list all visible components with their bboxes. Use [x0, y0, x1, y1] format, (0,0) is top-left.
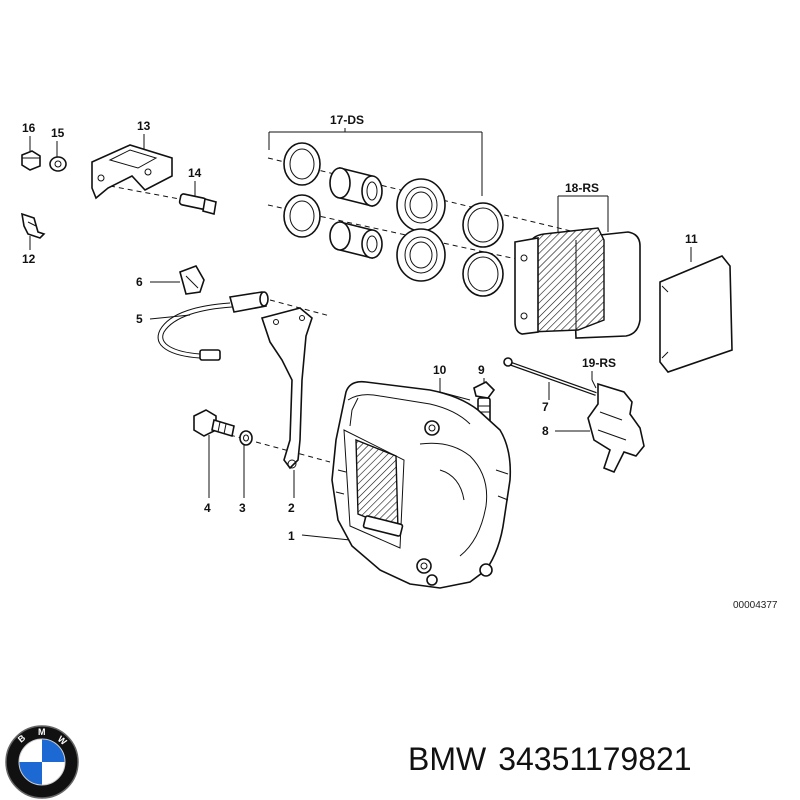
part-1-caliper-housing: [331, 380, 512, 589]
part-12-clip: [20, 212, 46, 239]
part-caption: BMW 34351179821: [408, 741, 692, 778]
label-2: 2: [288, 501, 295, 515]
part-9-bleeder-cap: [473, 381, 496, 399]
label-1: 1: [288, 529, 295, 543]
part-15-washer: [49, 156, 67, 172]
brand-name: BMW: [408, 741, 487, 777]
label-10: 10: [433, 363, 447, 377]
label-16: 16: [22, 121, 36, 135]
part-8-spring: [587, 382, 645, 474]
label-3: 3: [239, 501, 246, 515]
label-9: 9: [478, 363, 485, 377]
label-12: 12: [22, 252, 36, 266]
part-14-bolt: [178, 193, 217, 216]
label-13: 13: [137, 119, 151, 133]
bmw-logo: B M W: [5, 725, 79, 799]
label-17-ds: 17-DS: [330, 113, 364, 127]
part-2-bracket: [260, 307, 313, 470]
part-3-washer: [239, 430, 253, 446]
part-16-nut: [21, 150, 41, 171]
label-18-rs: 18-RS: [565, 181, 599, 195]
part-11-shim: [659, 255, 733, 373]
label-5: 5: [136, 312, 143, 326]
part-17-ds-piston-set: [283, 142, 504, 297]
leader-lines: [29, 128, 692, 541]
label-11: 11: [685, 232, 698, 246]
part-6-clip: [179, 265, 205, 295]
label-7: 7: [542, 400, 549, 414]
part-5-wear-sensor: [157, 291, 269, 361]
part-7-retaining-pin: [503, 357, 597, 396]
label-15: 15: [51, 126, 65, 140]
label-14: 14: [188, 166, 202, 180]
label-19-rs: 19-RS: [582, 356, 616, 370]
reference-code: 00004377: [733, 600, 778, 611]
part-number: 34351179821: [498, 741, 692, 777]
label-4: 4: [204, 501, 211, 515]
label-6: 6: [136, 275, 143, 289]
label-8: 8: [542, 424, 549, 438]
svg-text:B: B: [16, 732, 28, 744]
part-18-rs-brake-pads: [514, 227, 641, 339]
svg-text:M: M: [38, 727, 46, 737]
part-4-bolt: [193, 409, 235, 438]
part-13-bracket: [91, 144, 173, 200]
